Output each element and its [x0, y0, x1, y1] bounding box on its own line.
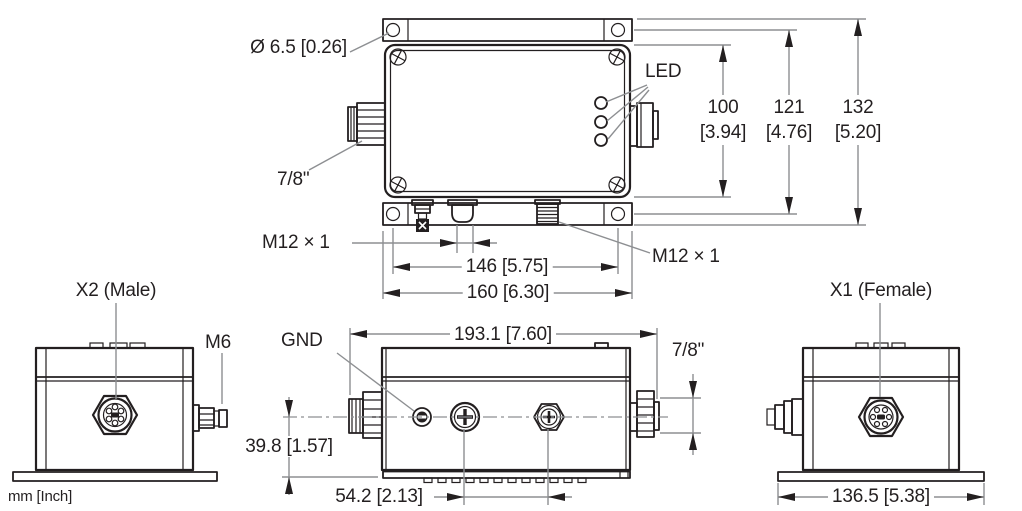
top-left-connector [347, 102, 386, 146]
dim-121-mm: 121 [773, 97, 805, 118]
front-base-plate [382, 469, 631, 484]
front-view-dimensions [282, 328, 701, 505]
x1-connector-label: X1 (Female) [829, 280, 933, 301]
led-indicators [594, 96, 608, 147]
lid-screws [389, 48, 626, 194]
dim-hole-spacing-121: 121 [4.76] [761, 95, 817, 145]
front-enclosure [380, 342, 632, 472]
x1-enclosure [801, 342, 961, 472]
top-view-drawing [308, 18, 866, 299]
front-view-drawing [282, 328, 701, 505]
x2-leaders [115, 303, 223, 404]
m12-bottom-left-label: M12 × 1 [262, 232, 330, 253]
dim-100-mm: 100 [707, 97, 739, 118]
vent-plug [411, 199, 434, 232]
dim-100-inch: [3.94] [699, 122, 747, 143]
top-view-dimensions [308, 18, 866, 299]
dim-base-width-1365: 136.5 [5.38] [828, 486, 934, 507]
m12-connector-threaded [534, 199, 561, 225]
dim-132-inch: [5.20] [834, 122, 882, 143]
front-right-connector [629, 390, 660, 438]
x1-side-connector [766, 398, 804, 436]
x1-dimensions [777, 303, 985, 505]
led-label: LED [645, 61, 682, 82]
x2-base-plate [12, 469, 218, 482]
side-view-x1-drawing [766, 303, 985, 505]
dim-overall-depth-132: 132 [5.20] [830, 95, 886, 145]
dim-overall-width-1931: 193.1 [7.60] [450, 324, 556, 345]
enclosure-lid [383, 43, 632, 199]
dim-center-height-398: 39.8 [1.57] [241, 436, 337, 457]
mounting-flange [382, 18, 633, 226]
x1-connector [857, 396, 905, 438]
top-right-connector [629, 102, 659, 148]
dim-132-mm: 132 [842, 97, 874, 118]
side-view-x2-drawing [12, 303, 228, 482]
gnd-label: GND [281, 330, 323, 351]
x2-connector-label: X2 (Male) [75, 280, 157, 301]
m6-ground-connector [192, 404, 228, 432]
top-left-connector-label: 7/8" [277, 169, 310, 190]
m12-bottom-right-label: M12 × 1 [652, 246, 720, 267]
x2-connector [91, 394, 139, 436]
dim-overall-width-160: 160 [6.30] [462, 282, 554, 303]
m6-label: M6 [205, 332, 231, 353]
dim-body-depth-100: 100 [3.94] [695, 95, 751, 145]
m12-connector-dome [447, 199, 478, 223]
x2-enclosure [34, 342, 195, 472]
hole-diameter-label: Ø 6.5 [0.26] [250, 37, 347, 58]
x1-base-plate [777, 469, 985, 482]
front-left-connector [348, 391, 383, 439]
dim-hole-spacing-146: 146 [5.75] [461, 256, 553, 277]
front-right-connector-label: 7/8" [671, 340, 705, 361]
units-note: mm [Inch] [8, 488, 73, 505]
dim-121-inch: [4.76] [765, 122, 813, 143]
dim-connector-spacing-542: 54.2 [2.13] [331, 486, 427, 507]
